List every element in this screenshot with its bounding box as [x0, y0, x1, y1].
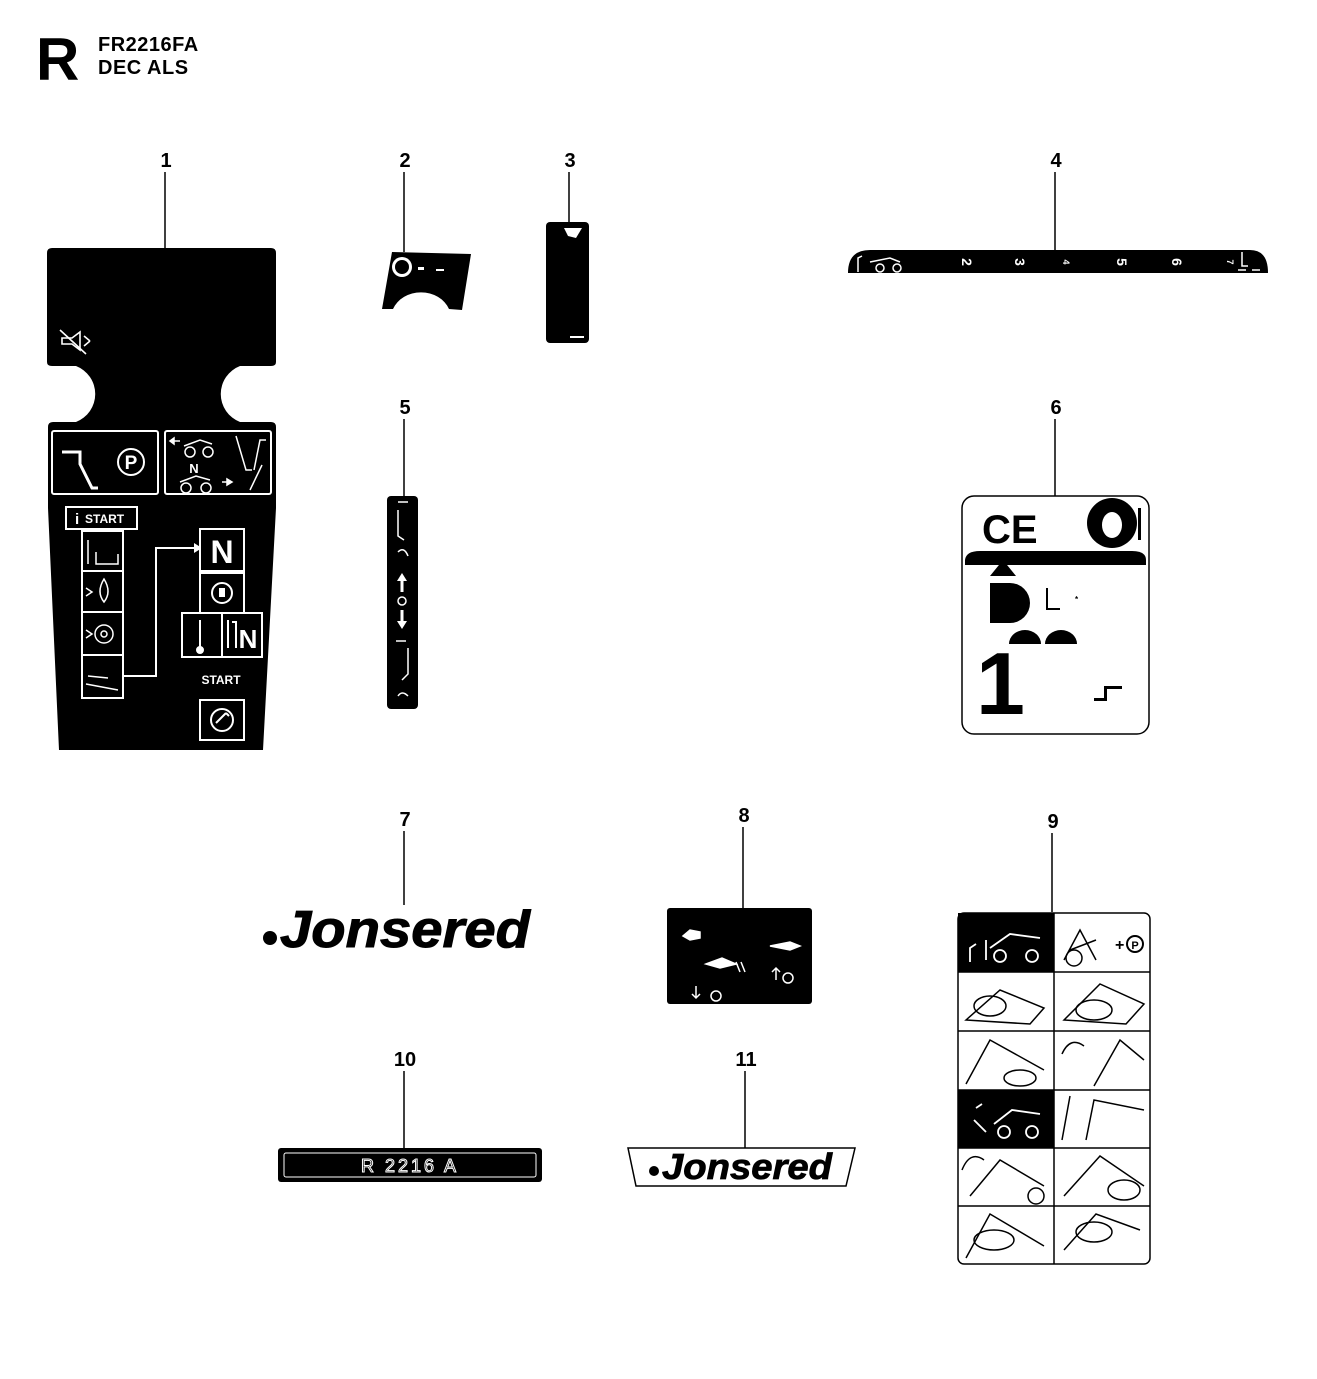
start-sequence-arrow: [123, 547, 196, 677]
parking-icon-9: [1126, 935, 1144, 953]
plus-sign: +: [1115, 937, 1124, 954]
lever-arrow-icon: [1238, 252, 1260, 271]
section-letter: R: [36, 26, 80, 93]
decal-1-control-panel: P N i START: [47, 248, 276, 750]
model-title: FR2216FA: [98, 34, 199, 56]
ce-mark: CE: [982, 508, 1038, 552]
callout-2: 2: [399, 150, 411, 172]
scale-5: 5: [1114, 258, 1130, 266]
height-scale-numbers: 2: [959, 234, 975, 242]
parking-icon: [117, 448, 145, 476]
tractor-raise-icon: [969, 933, 1041, 963]
info-icon: i: [75, 511, 79, 528]
sound-level-digit: 1: [976, 634, 1025, 733]
svg-text:2: 2: [959, 234, 975, 242]
decal-3-label: [546, 222, 589, 343]
callout-5: 5: [399, 397, 411, 419]
instruction-line-art: [961, 928, 1146, 1259]
scale-3: 3: [1012, 258, 1028, 266]
scale-6: 6: [1169, 258, 1185, 266]
svg-text:*: *: [1075, 595, 1079, 604]
decal-2-stop-label: [382, 252, 471, 310]
start-large-label: START: [201, 673, 241, 687]
lever-icon: [85, 675, 119, 691]
decal-9-instruction-grid: + P: [957, 912, 1151, 1265]
decal-7-brand-logo: Jonsered: [263, 901, 532, 960]
cog-icon: [94, 624, 114, 644]
callout-4: 4: [1050, 150, 1062, 172]
scale-2: 2: [959, 258, 975, 266]
choke-icon: [196, 620, 237, 654]
decal-6-ce-label: CE * 1: [961, 495, 1150, 735]
manual-icon: [87, 540, 119, 565]
leader-lines: [164, 172, 1056, 1148]
page-title: DEC ALS: [98, 57, 189, 79]
callout-1: 1: [160, 150, 172, 172]
ignition-icon: [210, 708, 234, 732]
crossed-light-icon: [59, 329, 91, 355]
callout-9: 9: [1047, 811, 1059, 833]
brake-pedal-icon: [62, 450, 98, 490]
neutral-letter: N: [210, 534, 233, 570]
model-plate-text: R 2216 A: [361, 1156, 459, 1176]
decal-10-model-plate: R 2216 A: [278, 1148, 542, 1182]
decal-4-height-scale: 2 2 3 4 5 6 7: [848, 234, 1268, 273]
scale-4: 4: [1061, 259, 1071, 264]
callout-6: 6: [1050, 397, 1062, 419]
decal-11-brand-badge: Jonsered: [627, 1146, 856, 1187]
decal-8-deck-label: [667, 908, 812, 1004]
tractor-lower-icon: [973, 1103, 1041, 1139]
oil-drop-icon: [99, 577, 109, 604]
park-letter-9: P: [1131, 940, 1138, 952]
callout-3: 3: [564, 150, 576, 172]
brand-text-7: Jonsered: [280, 901, 531, 959]
tractor-icon: [857, 255, 902, 273]
callout-7: 7: [399, 809, 411, 831]
neutral-letter-box: N: [239, 624, 258, 654]
park-letter: P: [125, 453, 138, 474]
scale-7: 7: [1225, 259, 1235, 264]
callout-8: 8: [738, 805, 750, 827]
callout-11: 11: [735, 1049, 757, 1071]
key-icon: [211, 582, 233, 604]
tractor-direction-icon: [168, 435, 266, 494]
callout-10: 10: [393, 1049, 417, 1071]
decal-5-lever-label: [387, 496, 418, 709]
gear-n-small: N: [189, 461, 198, 476]
brand-text-11: Jonsered: [662, 1146, 833, 1187]
start-small-label: START: [85, 512, 125, 526]
